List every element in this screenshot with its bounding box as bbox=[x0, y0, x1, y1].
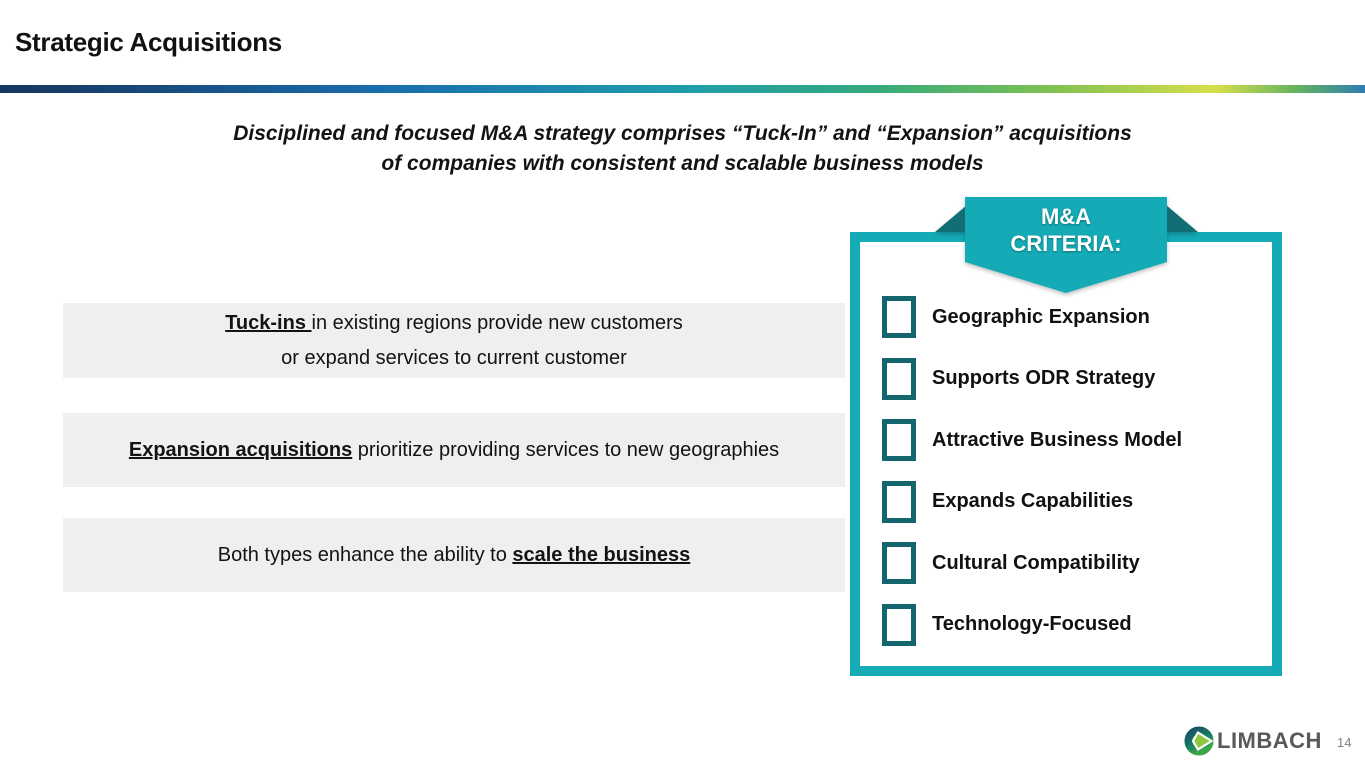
criteria-label: Cultural Compatibility bbox=[932, 551, 1140, 574]
statement-line: or expand services to current customer bbox=[281, 346, 627, 369]
banner-body bbox=[965, 197, 1167, 293]
criteria-item: Attractive Business Model bbox=[882, 419, 1252, 461]
checkbox-icon bbox=[882, 296, 916, 338]
criteria-label: Geographic Expansion bbox=[932, 305, 1150, 328]
banner-line1: M&A bbox=[1040, 204, 1092, 229]
statement-text: prioritize providing services to new geo… bbox=[352, 438, 780, 461]
statement-line: Both types enhance the ability to scale … bbox=[218, 538, 691, 573]
statement-scale: Both types enhance the ability to scale … bbox=[63, 518, 845, 592]
ma-criteria-list: Geographic Expansion Supports ODR Strate… bbox=[882, 296, 1252, 646]
checkbox-icon bbox=[882, 480, 916, 523]
criteria-item: Expands Capabilities bbox=[882, 480, 1252, 523]
criteria-label: Expands Capabilities bbox=[932, 490, 1134, 512]
criteria-item: Cultural Compatibility bbox=[882, 542, 1252, 584]
statement-keyword: Tuck-ins bbox=[225, 311, 312, 334]
statement-keyword: scale the business bbox=[512, 543, 691, 566]
checkbox-icon bbox=[882, 603, 916, 646]
page-number: 14 bbox=[1337, 735, 1352, 750]
banner-ribbon-shape bbox=[935, 197, 1198, 293]
statement-text: Both types enhance the ability to bbox=[217, 543, 513, 566]
criteria-label: Supports ODR Strategy bbox=[932, 367, 1156, 389]
criteria-label: Technology-Focused bbox=[932, 613, 1132, 635]
checkbox-icon bbox=[882, 419, 916, 461]
statement-line: Expansion acquisitions prioritize provid… bbox=[129, 433, 779, 468]
ma-criteria-banner: M&A CRITERIA: bbox=[925, 195, 1210, 300]
limbach-logo: LIMBACH bbox=[1184, 726, 1322, 756]
headline-line2: of companies with consistent and scalabl… bbox=[381, 152, 984, 175]
criteria-item: Geographic Expansion bbox=[882, 296, 1252, 338]
checkbox-icon bbox=[882, 542, 916, 584]
page-title: Strategic Acquisitions bbox=[15, 27, 282, 57]
statement-line: Tuck-ins in existing regions provide new… bbox=[225, 306, 683, 341]
banner-text: M&A CRITERIA: bbox=[965, 203, 1167, 257]
limbach-logo-text: LIMBACH bbox=[1217, 728, 1322, 753]
headline-line1: Disciplined and focused M&A strategy com… bbox=[233, 122, 1132, 145]
header-gradient-divider bbox=[0, 85, 1365, 93]
statement-tuck-ins: Tuck-ins in existing regions provide new… bbox=[63, 303, 845, 378]
banner-left-fold bbox=[935, 205, 967, 232]
banner-right-fold bbox=[1166, 205, 1198, 232]
statement-expansion: Expansion acquisitions prioritize provid… bbox=[63, 413, 845, 487]
checkbox-icon bbox=[882, 357, 916, 400]
headline: Disciplined and focused M&A strategy com… bbox=[0, 119, 1365, 179]
criteria-item: Supports ODR Strategy bbox=[882, 357, 1252, 400]
statement-text: in existing regions provide new customer… bbox=[311, 311, 683, 334]
banner-line2: CRITERIA: bbox=[1010, 231, 1122, 256]
statement-keyword: Expansion acquisitions bbox=[128, 438, 353, 461]
limbach-logo-icon bbox=[1184, 726, 1214, 756]
criteria-item: Technology-Focused bbox=[882, 603, 1252, 646]
criteria-label: Attractive Business Model bbox=[932, 428, 1183, 451]
